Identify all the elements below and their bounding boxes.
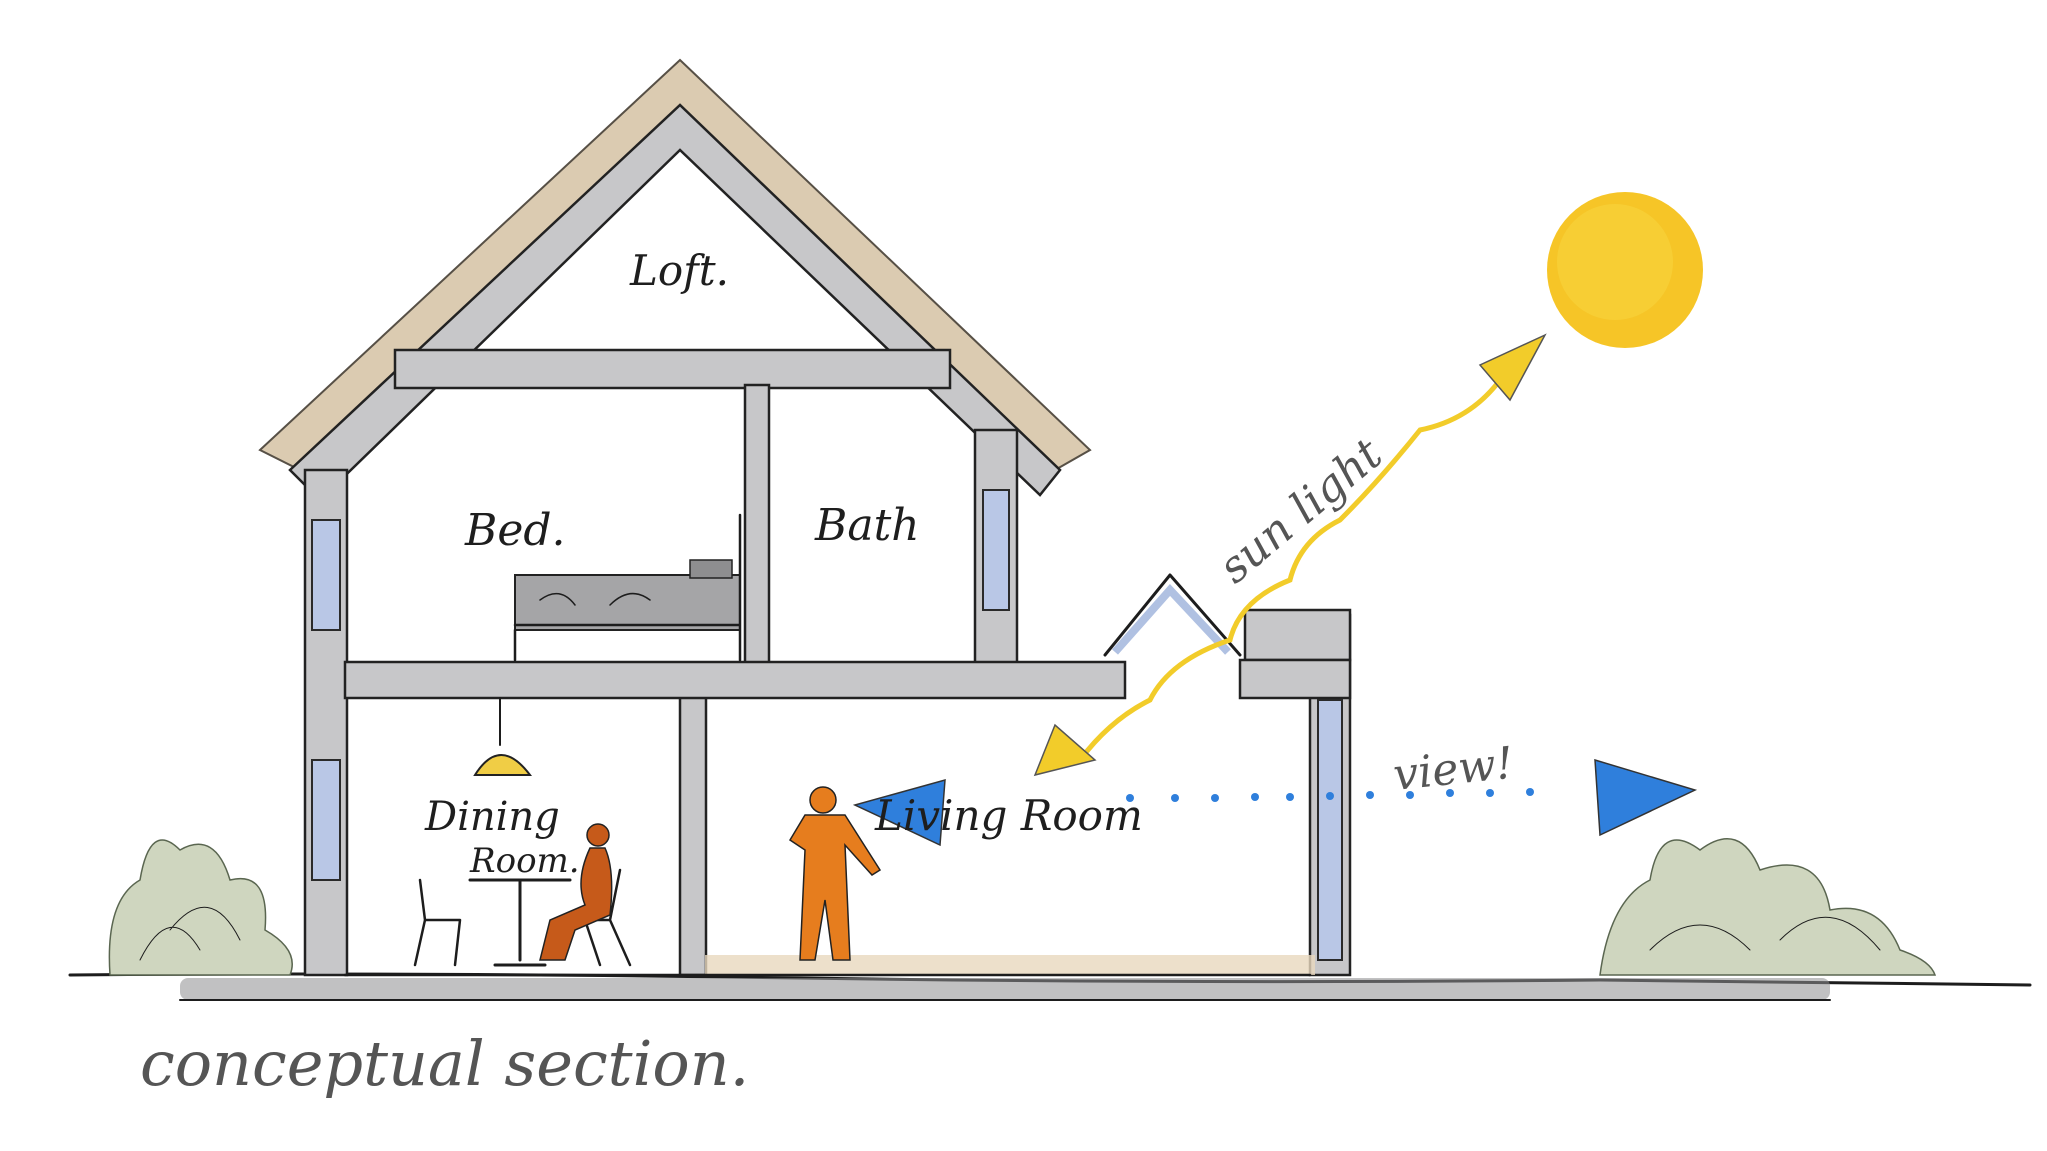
shrub-right <box>1599 838 1937 976</box>
partition-dining-living <box>678 688 708 977</box>
partition-bed-bath <box>743 383 771 667</box>
standing-person <box>788 786 882 961</box>
view-arrow-right <box>1594 758 1698 837</box>
label-view: view! <box>1391 738 1516 801</box>
sunlight-arrow-tip <box>1478 333 1547 402</box>
seated-person <box>539 823 613 961</box>
window-extension <box>1317 699 1343 961</box>
caption: conceptual section. <box>140 1027 749 1100</box>
loft-floor <box>393 348 952 390</box>
label-living-room: Living Room <box>874 791 1143 840</box>
ground <box>68 972 2032 1001</box>
label-sunlight: sun light <box>1209 428 1392 593</box>
window-left-lower <box>311 759 341 881</box>
label-bath: Bath <box>814 500 920 551</box>
sunlight-arrow-tail <box>1033 723 1097 777</box>
label-dining-line2: Room. <box>469 841 580 881</box>
extension-slab <box>1238 658 1352 700</box>
window-right-upper <box>982 489 1010 611</box>
view-line <box>852 758 1698 847</box>
sun-icon <box>1547 192 1703 348</box>
bed <box>513 513 742 662</box>
extension-top <box>1243 608 1352 662</box>
label-bed: Bed. <box>464 505 566 556</box>
view-arrow-left <box>852 778 946 847</box>
label-loft: Loft. <box>629 246 729 295</box>
label-dining-line1: Dining <box>424 794 560 840</box>
skylight <box>1103 573 1242 657</box>
sunlight-path <box>1033 333 1547 777</box>
pendant-lamp <box>473 697 533 776</box>
first-floor-slab <box>343 660 1127 700</box>
shrub-left <box>108 839 293 976</box>
window-left-upper <box>311 519 341 631</box>
dining-set <box>413 868 632 967</box>
ground-floor <box>705 955 1315 975</box>
